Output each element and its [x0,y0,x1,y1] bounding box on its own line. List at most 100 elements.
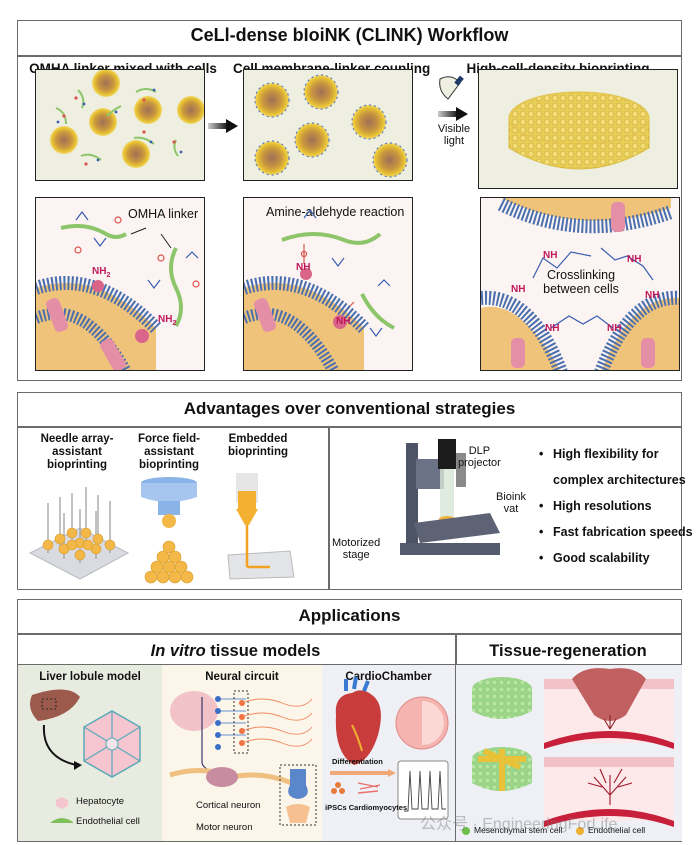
printed-tissue-disc-illustration [508,91,650,170]
dlp-line2: projector [458,457,501,469]
cell [50,126,78,154]
workflow-title-divider [18,55,681,57]
nh-label: NH [627,254,642,265]
nh2-subscript: 2 [106,272,111,279]
coupled-cell [303,74,339,110]
dlp-line1: DLP [468,445,491,457]
needle-array-line3: bioprinting [46,459,108,471]
advantage-bullet: High flexibility for [539,447,659,461]
ipscs-cardiomyocytes-label: iPSCs Cardiomyocytes [325,803,408,812]
crosslinking-line2: between cells [543,282,619,296]
crosslinking-label: Crosslinking between cells [481,268,679,296]
force-field-label: Force field- assistant bioprinting [129,433,209,472]
step2-coupled-cells-panel [243,69,413,181]
advantage-bullet: High resolutions [539,499,652,513]
applications-title-divider [18,633,681,635]
needle-array-illustration [28,487,130,580]
advantages-column-divider [328,426,330,589]
tissue-regeneration-panel: Mesenchymal stem cell Endothelial cell [456,665,682,841]
vat-line1: Bioink [496,491,526,503]
liver-lobule-panel: Liver lobule model Hepatocyte Endothelia… [18,665,162,841]
crosslinked-membranes-illustration [481,198,679,370]
embedded-line2: bioprinting [227,446,289,458]
membrane-with-linker-illustration [36,211,200,370]
tissue-regeneration-illustration [462,668,674,835]
needle-array-line1: Needle array- [40,433,114,445]
step1-cells-panel [35,69,205,181]
legend-mesenchymal-stem-cell: Mesenchymal stem cell [474,825,563,835]
embedded-line1: Embedded [228,433,288,445]
amine-aldehyde-label: Amine-aldehyde reaction [266,205,405,219]
invitro-italic: In vitro [150,642,206,660]
omha-linker-detail-panel: OMHA linker NH2 NH2 [35,197,205,371]
legend-endothelial-cell: Endothelial cell [76,816,140,827]
workflow-section: CeLl-dense bIoiNK (CLINK) Workflow OMHA … [17,20,682,381]
invitro-rest: tissue models [205,642,321,660]
omha-linker-label: OMHA linker [128,207,199,221]
nh2-subscript: 2 [172,320,177,327]
applications-column-divider [455,633,457,841]
embedded-label: Embedded bioprinting [218,433,298,459]
neural-circuit-panel: Neural circuit Cortical neuron Motor neu… [162,665,322,841]
visible-light-label: Visible light [436,123,472,147]
nh-label: NH [607,323,622,334]
coupled-cell [372,142,408,178]
nh2-label: NH2 [158,314,176,327]
liver-title: Liver lobule model [39,671,141,683]
advantages-title: Advantages over conventional strategies [183,399,516,418]
workflow-title: CeLl-dense bIoiNK (CLINK) Workflow [190,25,509,45]
nh-label: NH [645,290,660,301]
dlp-bioprinter-illustration [400,439,500,555]
stage-line2: stage [342,549,370,561]
vat-line2: vat [503,503,519,515]
nh-label: NH [511,284,526,295]
invitro-title: In vitro tissue models [18,642,453,661]
nh-label: NH [336,316,351,327]
cell [134,96,162,124]
visible-light-line2: light [443,135,465,147]
advantage-bullet: Fast fabrication speeds [539,525,693,539]
nh-label: NH [543,250,558,261]
cardio-title: CardioChamber [345,671,432,683]
coupled-cell [254,140,290,176]
crosslinking-detail-panel: NH NH NH NH NH NH Crosslinking between c… [480,197,680,371]
legend-hepatocyte: Hepatocyte [76,796,125,807]
neural-title: Neural circuit [205,671,279,683]
arrow-right-icon [208,119,238,133]
motorized-stage-label: Motorized stage [332,537,380,561]
coupled-cell [294,122,330,158]
force-field-illustration [141,477,197,584]
bioink-vat-label: Bioink vat [496,491,526,515]
force-field-line2: assistant [144,446,194,458]
differentiation-label: Differentiation [332,757,383,766]
applications-section: Applications In vitro tissue models Tiss… [17,599,682,842]
force-field-line3: bioprinting [138,459,200,471]
advantage-bullet-continuation: complex architectures [553,473,686,487]
amine-aldehyde-detail-panel: Amine-aldehyde reaction NH NH [243,197,413,371]
membrane-coupled-linker-illustration [244,209,395,370]
liver-lobule-illustration [30,689,141,823]
nh2-text: NH [158,314,173,325]
nh2-label: NH2 [92,266,110,279]
arrow-right-icon [438,107,468,121]
cell [92,70,120,97]
needle-array-label: Needle array- assistant bioprinting [32,433,122,472]
neural-circuit-illustration [169,690,317,826]
nh-label: NH [296,262,311,273]
regen-title: Tissue-regeneration [489,642,647,660]
step3-printed-construct-panel [478,69,678,189]
coupled-cell [351,104,387,140]
advantages-title-divider [18,426,681,428]
force-field-line1: Force field- [138,433,200,445]
advantages-section: Advantages over conventional strategies … [17,392,693,590]
stage-line1: Motorized [332,537,381,549]
legend-cortical-neuron: Cortical neuron [196,800,261,811]
applications-subtitle-divider [18,664,681,666]
cardiochamber-illustration [330,676,449,820]
cell [122,140,150,168]
watermark: 公众号 · EngineeringForLife [420,816,618,833]
advantage-bullet: Good scalability [539,551,649,565]
dlp-projector-label: DLP projector [458,445,501,469]
cells-with-linkers-illustration [50,70,204,168]
legend-motor-neuron: Motor neuron [196,822,253,833]
